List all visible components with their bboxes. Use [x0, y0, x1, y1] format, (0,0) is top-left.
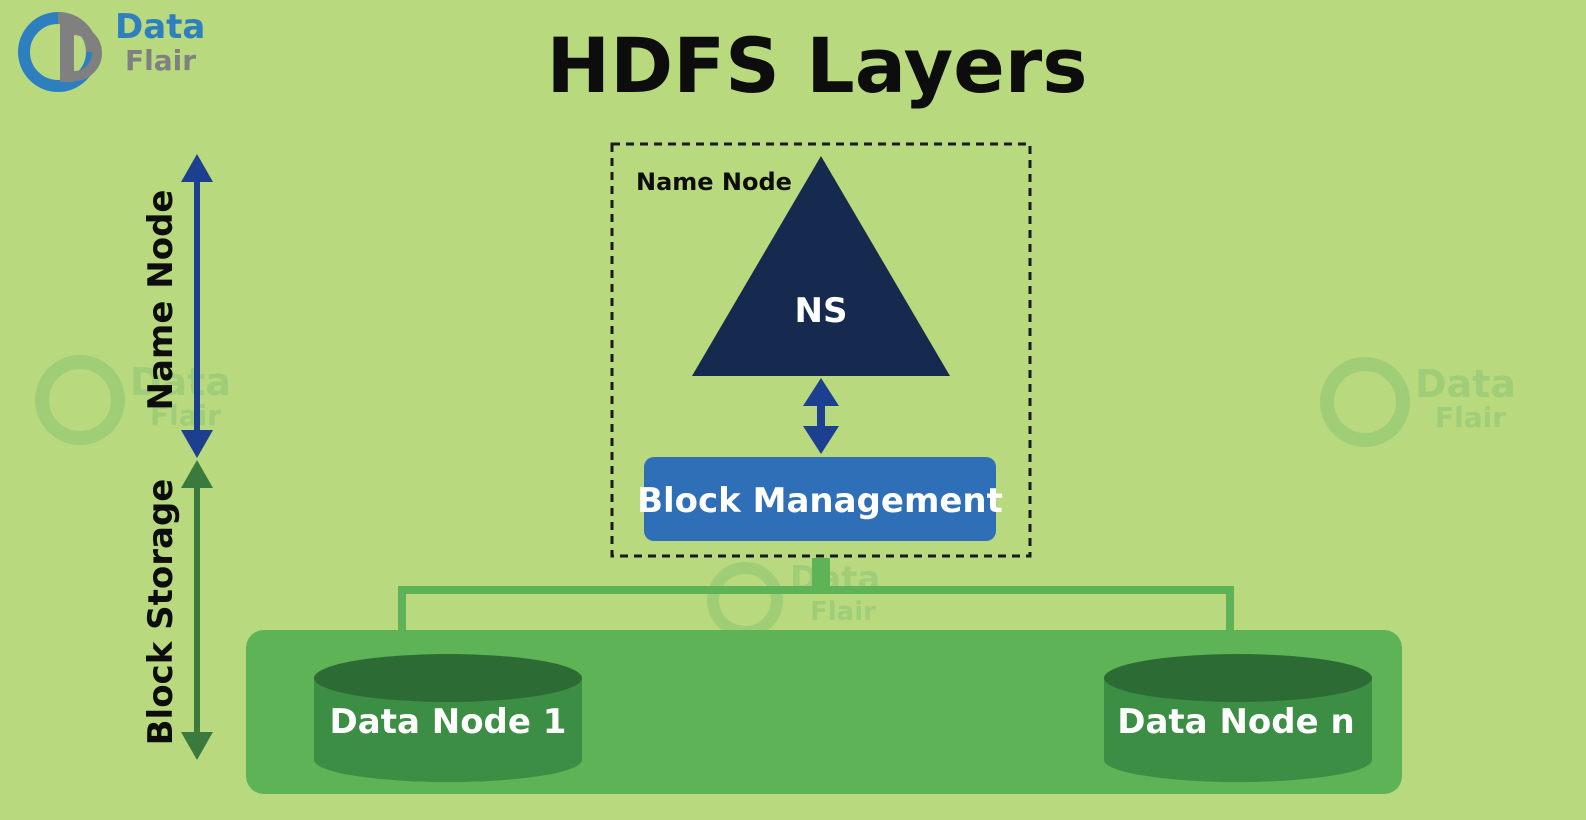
blockstorage-axis-arrow-up: [181, 460, 213, 488]
block-management-label: Block Management: [637, 481, 1003, 521]
left-axis-namenode: Name Node: [141, 154, 213, 458]
namespace-label: NS: [795, 291, 848, 331]
data-node-1-label: Data Node 1: [330, 702, 567, 742]
data-node-1: Data Node 1: [314, 654, 582, 782]
logo-line2: Flair: [125, 44, 196, 77]
dataflair-logo: Data Flair: [18, 7, 205, 92]
namenode-axis-arrow-down: [181, 430, 213, 458]
watermark-right-line1: Data: [1415, 362, 1516, 406]
data-node-n-label: Data Node n: [1117, 702, 1354, 742]
namenode-box: [610, 142, 1032, 558]
namespace-triangle: [692, 156, 950, 376]
watermark-left-line2: Flair: [150, 399, 221, 432]
page-title: HDFS Layers: [547, 21, 1088, 110]
blockstorage-axis-label: Block Storage: [141, 479, 181, 746]
watermark-right: Data Flair: [1320, 357, 1516, 447]
watermark-left: Data Flair: [35, 355, 231, 445]
blockstorage-axis-arrow-down: [181, 732, 213, 760]
namenode-box-label: Name Node: [636, 168, 792, 196]
logo-icon: [18, 12, 102, 92]
watermark-center-line2: Flair: [810, 597, 876, 627]
data-node-n: Data Node n: [1104, 654, 1372, 782]
block-management-box: [644, 457, 996, 541]
logo-line1: Data: [115, 7, 205, 47]
connector-lines: [398, 558, 1234, 634]
namenode-axis-arrow-up: [181, 154, 213, 182]
watermark-left-line1: Data: [130, 360, 231, 404]
watermark-right-line2: Flair: [1435, 401, 1506, 434]
left-axis-blockstorage: Block Storage: [141, 460, 213, 760]
ns-blockmgmt-arrow: [803, 378, 839, 454]
namenode-axis-label: Name Node: [141, 190, 181, 411]
